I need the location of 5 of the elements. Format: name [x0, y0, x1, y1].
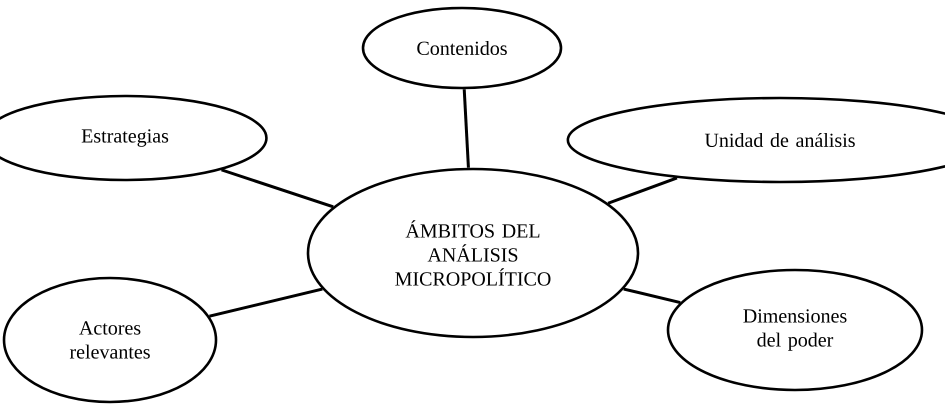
connector-line — [221, 168, 334, 208]
connector-line — [209, 288, 323, 318]
connector-line — [623, 288, 681, 304]
connector-line — [462, 89, 470, 168]
connector-line — [608, 176, 678, 205]
